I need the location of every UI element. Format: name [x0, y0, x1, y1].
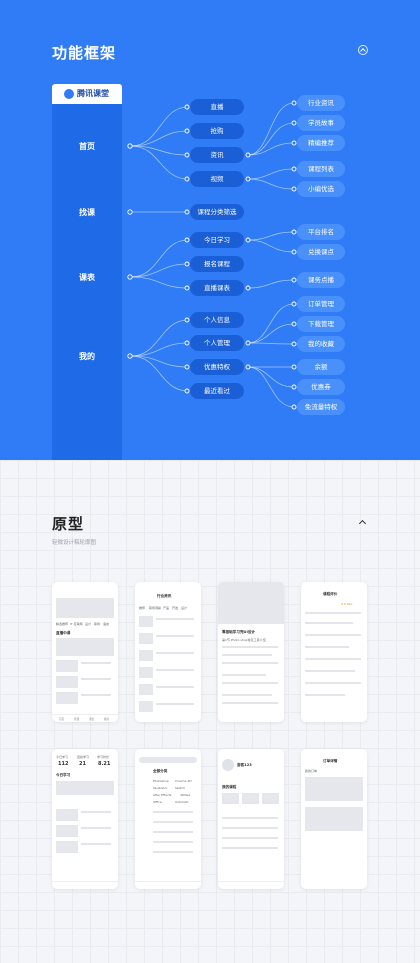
- node-recently-viewed: 最近看过: [190, 383, 244, 399]
- logo-card: 腾讯课堂: [52, 84, 122, 104]
- node-my-favorites: 我的收藏: [297, 336, 345, 352]
- node-order-manage: 订单管理: [297, 296, 345, 312]
- node-flash-sale: 抢购: [190, 123, 244, 139]
- node-privileges: 优惠特权: [190, 359, 244, 375]
- news-tab[interactable]: 开发: [172, 606, 179, 610]
- news-tab[interactable]: 推荐: [139, 606, 146, 610]
- category-chip[interactable]: AutoCAD: [175, 800, 189, 804]
- course-title: 零基础学习完UI设计: [222, 630, 256, 634]
- node-personal-info: 个人信息: [190, 312, 244, 328]
- category-chip[interactable]: After Effects: [153, 793, 172, 797]
- node-platform-ranking: 平台排名: [297, 224, 345, 240]
- logo-text: 腾讯课堂: [77, 89, 109, 98]
- module-find-course: 找课: [79, 208, 95, 217]
- reviews-title: 课程评价: [323, 592, 338, 596]
- node-student-stories: 学员故事: [297, 115, 345, 131]
- prototype-title: 原型: [52, 515, 85, 533]
- live-section-title: 直播中课: [56, 631, 71, 635]
- node-editor-choice: 小编优选: [297, 181, 345, 197]
- tabbar-schedule[interactable]: 课表: [89, 718, 95, 721]
- prototype-screen-news: 行业资讯 推荐 职场洞察 产品 开发 设计: [135, 582, 201, 722]
- module-schedule: 课表: [79, 273, 95, 282]
- node-balance: 余额: [297, 359, 345, 375]
- tabbar-find[interactable]: 找课: [74, 718, 80, 721]
- lesson-item[interactable]: 第1节 Photo shop常见工具介绍: [222, 638, 266, 642]
- node-today-study: 今日学习: [190, 232, 244, 248]
- news-title: 行业资讯: [157, 594, 172, 598]
- user-name: 游客123: [237, 763, 252, 767]
- my-courses-title: 我的课程: [222, 785, 237, 789]
- category-chip[interactable]: Photoshop: [153, 779, 169, 783]
- tabbar-mine[interactable]: 我的: [104, 718, 110, 721]
- orders-tab[interactable]: 我的订单: [305, 769, 318, 773]
- prototype-screen-reviews: 课程评价 4.9 99+: [301, 582, 367, 722]
- news-tab[interactable]: 职场洞察: [149, 606, 162, 610]
- prototype-screen-categories: 全部分类 Photoshop Cinema 4D Illustrator Ske…: [135, 749, 201, 889]
- bottom-tabbar: 首页 找课 课表 我的: [52, 714, 118, 722]
- node-news: 资讯: [190, 147, 244, 163]
- tab-featured[interactable]: 精选推荐: [56, 622, 69, 626]
- prototype-screen-course-detail: 零基础学习完UI设计 第1节 Photo shop常见工具介绍: [218, 582, 284, 722]
- prototype-screen-home: 精选推荐 IT·互联网 设计 职场 语言 直播中课 首页 找课 课表 我的: [52, 582, 118, 722]
- tab-design[interactable]: 设计: [85, 622, 92, 626]
- node-free-data: 免流量特权: [297, 399, 345, 415]
- category-chip[interactable]: 3DMax: [180, 793, 191, 797]
- category-chip[interactable]: Cinema 4D: [175, 779, 192, 783]
- prototype-screen-schedule: 112 21 8.21 今日学习 连续学习 学习时长 今日学习: [52, 749, 118, 889]
- node-download-manage: 下载管理: [297, 316, 345, 332]
- tencent-classroom-logo-icon: [64, 89, 74, 99]
- node-live-schedule: 直播课表: [190, 280, 244, 296]
- module-mine: 我的: [79, 352, 95, 361]
- search-input[interactable]: [139, 757, 197, 763]
- category-chip[interactable]: Sketch: [175, 786, 186, 790]
- tab-language[interactable]: 语言: [103, 622, 110, 626]
- video-player[interactable]: [218, 582, 284, 624]
- node-coupon: 优惠券: [297, 379, 345, 395]
- prototype-section: 原型 轻微设计稿轮廓图 精选推荐 IT·互联网 设计 职场 语言 直播中课 首页…: [0, 460, 420, 963]
- news-tab[interactable]: 产品: [163, 606, 170, 610]
- tab-it[interactable]: IT·互联网: [70, 622, 83, 626]
- prototype-subtitle: 轻微设计稿轮廓图: [52, 540, 97, 546]
- news-tab[interactable]: 设计: [181, 606, 188, 610]
- node-editor-picks: 精编推荐: [297, 135, 345, 151]
- node-category-filter: 课程分类筛选: [190, 204, 244, 220]
- avatar[interactable]: [222, 759, 234, 771]
- review-score: 4.9 99+: [341, 602, 354, 606]
- node-enrolled-course: 报名课程: [190, 256, 244, 272]
- tabbar-home[interactable]: 首页: [59, 718, 65, 721]
- stat-label: 学习时长: [97, 755, 110, 759]
- node-personal-manage: 个人管理: [190, 335, 244, 351]
- collapse-icon[interactable]: [358, 45, 368, 55]
- category-title: 全部分类: [153, 769, 168, 773]
- category-chip[interactable]: Illustrator: [153, 786, 168, 790]
- collapse-chevron-icon[interactable]: [358, 519, 367, 528]
- banner: [56, 598, 114, 618]
- node-course-vod: 课务点播: [297, 272, 345, 288]
- mindmap-connectors: [127, 100, 297, 410]
- stat-label: 连续学习: [77, 755, 90, 759]
- today-study-title: 今日学习: [56, 773, 71, 777]
- stat-1: 112: [58, 761, 69, 767]
- category-chip[interactable]: Office: [153, 800, 162, 804]
- orders-title: 订单详情: [323, 759, 338, 763]
- node-video: 视频: [190, 171, 244, 187]
- stat-2: 21: [79, 761, 86, 767]
- module-home: 首页: [79, 142, 95, 151]
- prototype-screen-orders: 订单详情 我的订单: [301, 749, 367, 889]
- node-redeem-points: 兑换课点: [297, 244, 345, 260]
- module-column: [52, 104, 122, 460]
- node-live: 直播: [190, 99, 244, 115]
- function-framework-section: 功能框架 腾讯课堂: [0, 0, 420, 460]
- stat-label: 今日学习: [56, 755, 69, 759]
- framework-title: 功能框架: [52, 44, 117, 62]
- node-industry-news: 行业资讯: [297, 95, 345, 111]
- stat-3: 8.21: [98, 761, 111, 767]
- node-course-list: 课程列表: [297, 161, 345, 177]
- prototype-screen-mine: 游客123 我的课程: [218, 749, 284, 889]
- tab-career[interactable]: 职场: [94, 622, 101, 626]
